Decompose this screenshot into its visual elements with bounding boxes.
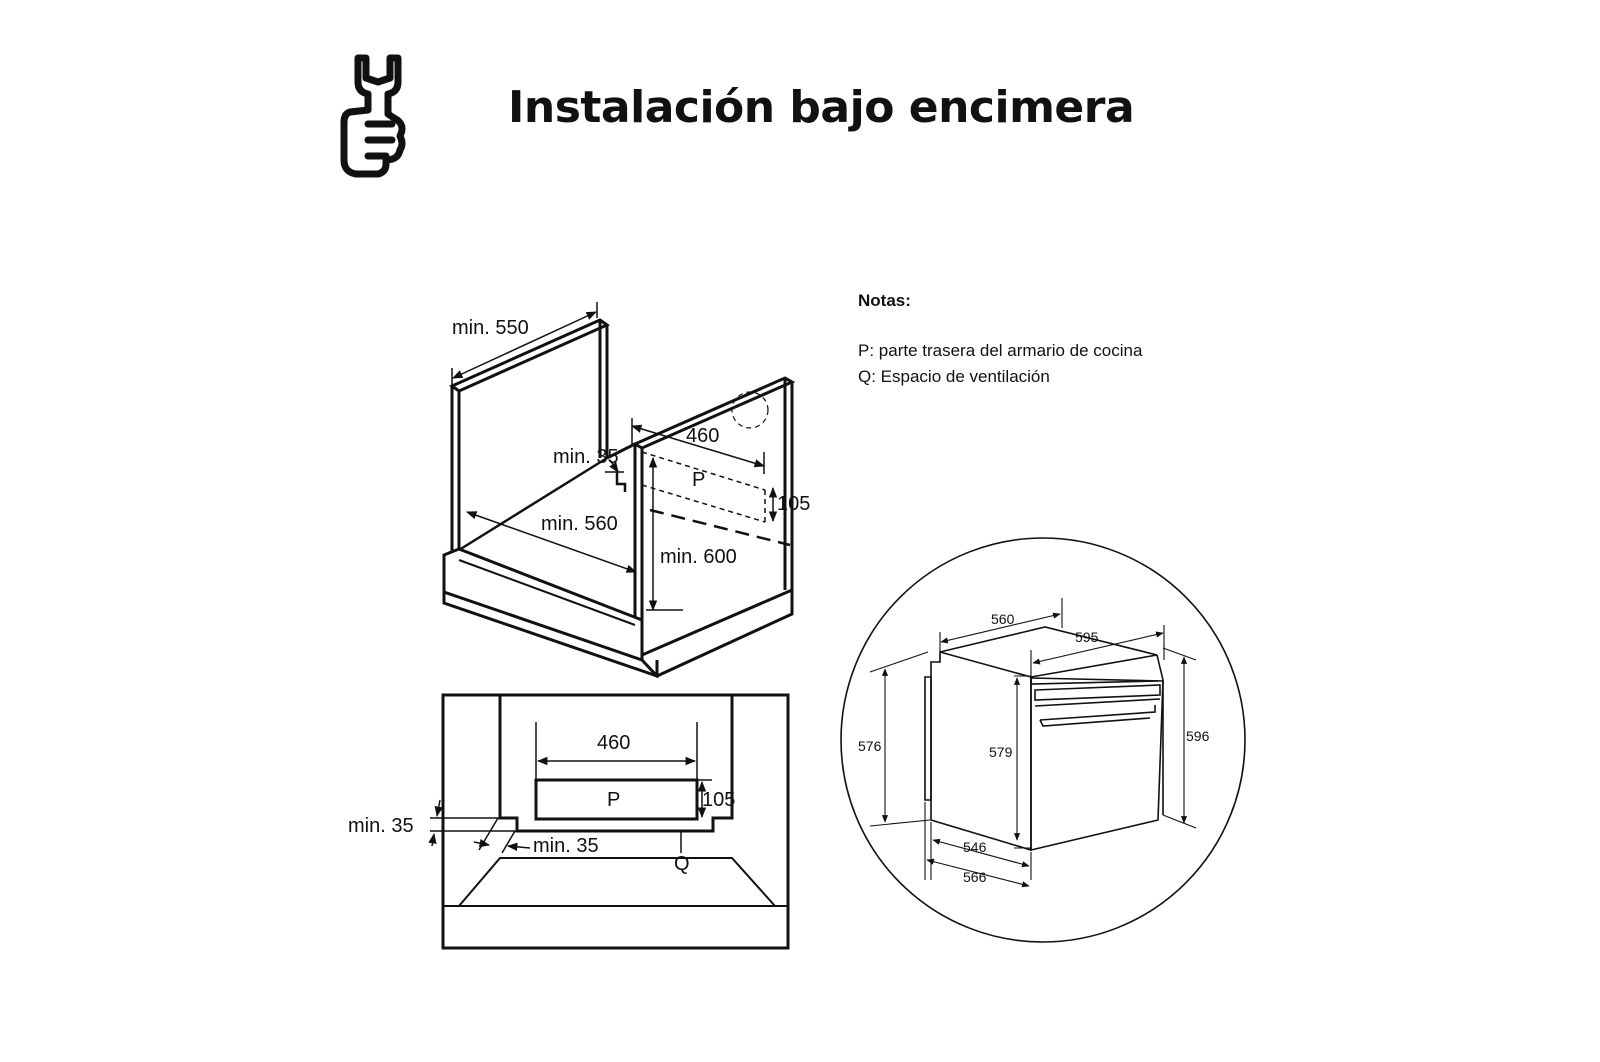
cabinet-iso-dimensions <box>451 302 778 612</box>
dim-left-gap-min35: min. 35 <box>348 815 414 837</box>
note-p-key: P <box>858 341 870 360</box>
note-q-text: : Espacio de ventilación <box>871 367 1050 386</box>
note-p: P: parte trasera del armario de cocina <box>858 338 1142 364</box>
dim-oven-560: 560 <box>991 611 1015 627</box>
page-title: Instalación bajo encimera <box>508 82 1135 133</box>
detail-circle <box>840 537 1246 943</box>
label-q-top: Q <box>674 853 690 875</box>
dim-vent-105-top: 105 <box>702 789 735 811</box>
note-q-key: Q <box>858 367 872 386</box>
dim-opening-460-top: 460 <box>597 732 630 754</box>
dim-oven-596: 596 <box>1186 728 1210 744</box>
label-p-top: P <box>607 789 620 811</box>
dim-oven-579: 579 <box>989 744 1013 760</box>
dim-front-gap-min35: min. 35 <box>533 835 599 857</box>
dim-depth-min550: min. 550 <box>452 317 529 339</box>
note-q: Q: Espacio de ventilación <box>858 364 1142 390</box>
dim-inner-height-min600: min. 600 <box>660 546 737 568</box>
cabinet-plinth <box>442 547 794 679</box>
dim-oven-546: 546 <box>963 839 987 855</box>
notes-panel: Notas: P: parte trasera del armario de c… <box>858 288 1142 390</box>
cabinet-top-view <box>441 693 790 950</box>
dim-oven-595: 595 <box>1075 629 1099 645</box>
label-p-iso: P <box>692 469 705 491</box>
notes-heading: Notas: <box>858 291 911 310</box>
dim-vent-105-iso: 105 <box>777 493 810 515</box>
oven-labels: 560 595 576 579 596 546 566 <box>858 611 1210 885</box>
cabinet-isometric <box>442 318 796 679</box>
cabinet-iso-labels: min. 550 460 min. 35 P 105 min. 560 min.… <box>452 317 810 568</box>
dim-opening-460: 460 <box>686 425 719 447</box>
cabinet-top-labels: 460 P 105 min. 35 min. 35 Q <box>348 732 735 875</box>
wrench-hand-icon <box>340 52 424 182</box>
dim-side-gap-min35: min. 35 <box>553 446 619 468</box>
cabinet-top-dimensions <box>428 722 712 854</box>
oven-dimensions <box>869 598 1197 888</box>
note-p-text: : parte trasera del armario de cocina <box>869 341 1143 360</box>
dim-inner-width-min560: min. 560 <box>541 513 618 535</box>
dim-oven-576: 576 <box>858 738 882 754</box>
dim-oven-566: 566 <box>963 869 987 885</box>
